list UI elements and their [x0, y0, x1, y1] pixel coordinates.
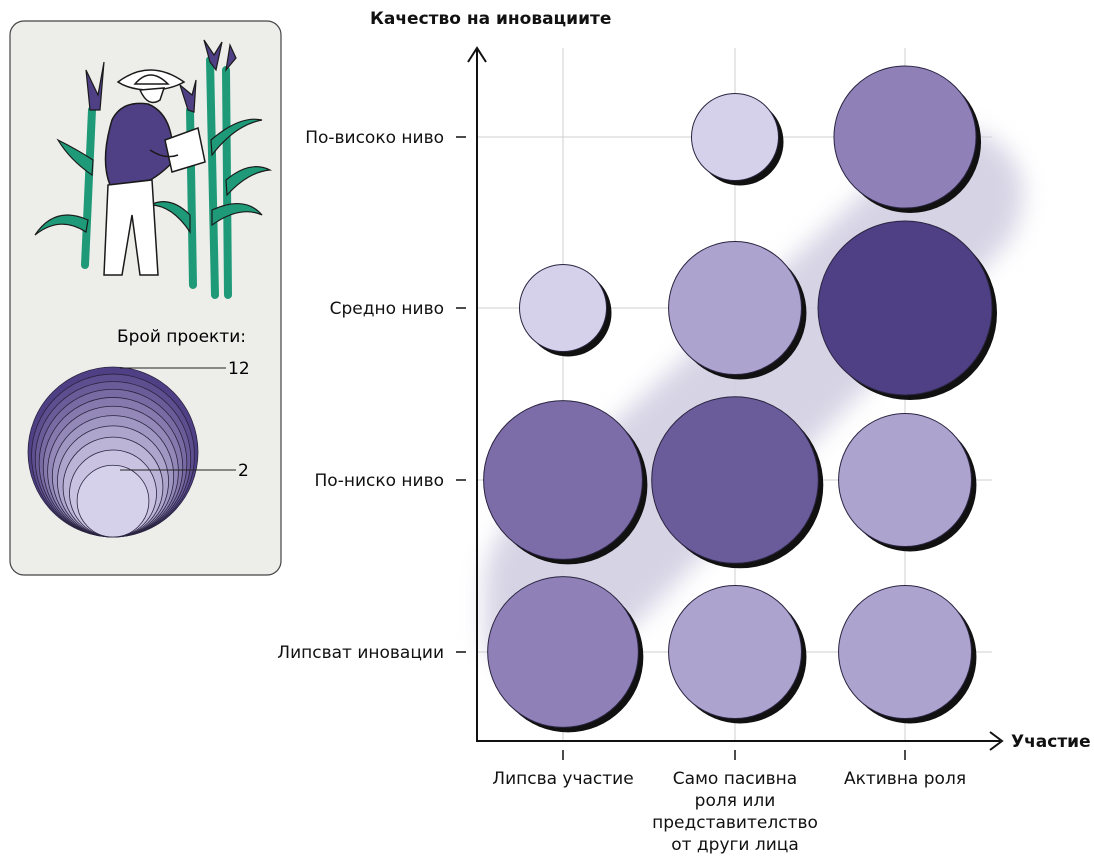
x-tick-label-2: Активна роля: [844, 769, 966, 789]
y-tick-labels: Липсват иновации По-ниско ниво Средно ниво…: [277, 128, 466, 663]
y-tick-label-0: Липсват иновации: [277, 643, 444, 663]
y-tick-label-2: Средно ниво: [330, 299, 444, 319]
y-tick-label-1: По-ниско ниво: [315, 471, 444, 491]
y-tick-label-3: По-високо ниво: [305, 128, 444, 148]
legend-min-label: 2: [238, 461, 249, 481]
bubble-1: [668, 585, 802, 719]
bubble-5: [838, 413, 972, 547]
bubble-9: [691, 93, 779, 181]
bubble-7: [668, 241, 802, 375]
legend-circles: [27, 366, 199, 538]
y-axis-title: Качество на иновациите: [370, 9, 611, 29]
size-legend: Брой проекти: 12 2: [9, 20, 282, 576]
bubbles: [483, 65, 997, 733]
y-axis-arrow: [467, 46, 487, 63]
bubble-6: [519, 264, 607, 352]
legend-max-label: 12: [228, 359, 250, 379]
bubble-3: [483, 400, 643, 560]
bubble-4: [651, 396, 819, 564]
x-axis-title: Участие: [1011, 732, 1091, 752]
x-tick-label-0: Липсва участие: [492, 769, 633, 789]
axes: [467, 46, 1004, 751]
bubble-8: [817, 220, 993, 396]
bubble-10: [833, 65, 977, 209]
size-legend-title: Брой проекти:: [117, 327, 246, 347]
bubble-2: [838, 585, 972, 719]
x-axis-arrow: [989, 731, 1004, 751]
farmer-illustration: [34, 39, 273, 299]
bubble-0: [487, 576, 639, 728]
legend-circle-2: [76, 464, 150, 538]
